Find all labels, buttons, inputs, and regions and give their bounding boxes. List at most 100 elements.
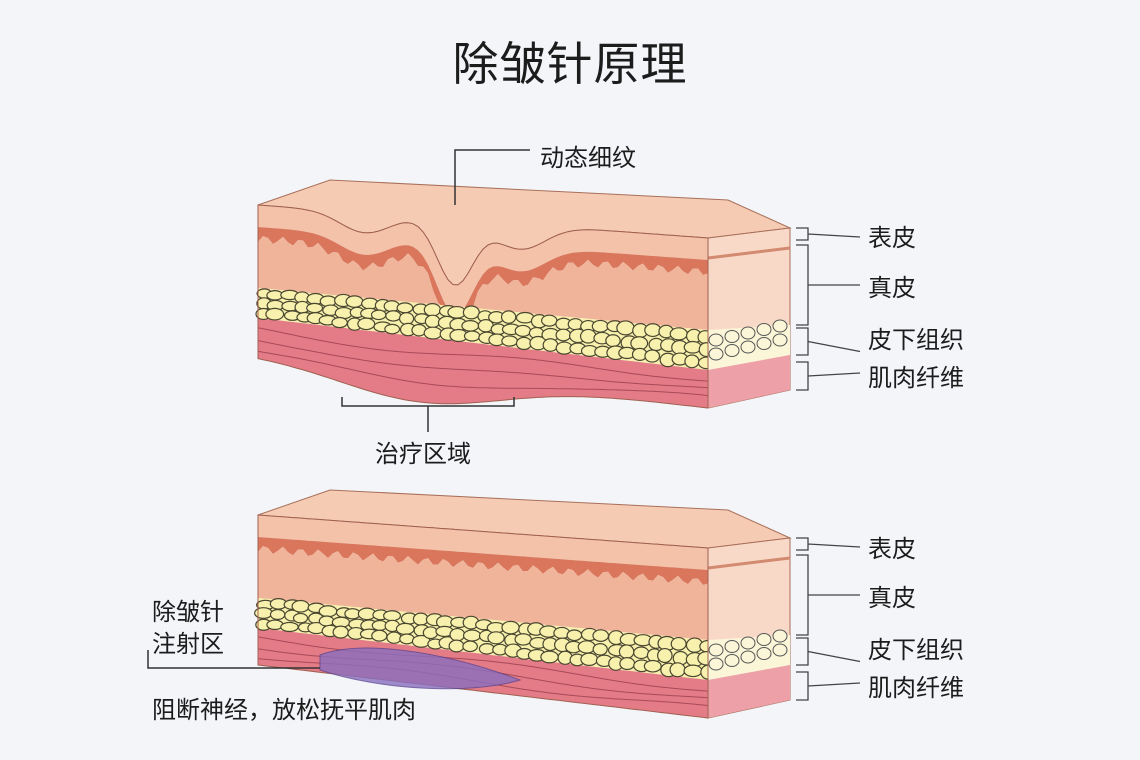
side-muscle-layer bbox=[708, 355, 790, 409]
fat-cell bbox=[592, 629, 610, 642]
fat-cell bbox=[657, 647, 673, 664]
fat-cell bbox=[501, 335, 518, 347]
fat-cell bbox=[724, 640, 740, 653]
fat-cell bbox=[669, 327, 688, 341]
fat-cell bbox=[515, 336, 533, 351]
fat-cell bbox=[291, 599, 310, 613]
epidermis-layer bbox=[258, 515, 708, 570]
dermis-layer bbox=[258, 546, 708, 640]
fat-cell bbox=[772, 643, 788, 657]
side-dermal-band bbox=[707, 556, 791, 570]
fat-cell bbox=[724, 330, 740, 343]
fat-cell bbox=[591, 319, 609, 333]
fat-cell bbox=[399, 633, 415, 645]
layer-label-muscle: 肌肉纤维 bbox=[868, 364, 964, 392]
fat-cell bbox=[462, 305, 480, 320]
dermal-band bbox=[258, 537, 708, 585]
injection-label-line1: 除皱针 bbox=[152, 598, 224, 626]
layer-label-muscle-2: 肌肉纤维 bbox=[868, 674, 964, 702]
layer-label-dermis: 真皮 bbox=[868, 274, 916, 302]
fat-cell bbox=[449, 627, 466, 642]
fat-cell bbox=[756, 337, 772, 350]
fat-cell bbox=[724, 344, 740, 357]
fat-cell bbox=[669, 662, 686, 678]
fat-cell bbox=[396, 302, 414, 314]
fat-cell bbox=[462, 640, 478, 653]
injection-zone bbox=[319, 647, 522, 690]
fat-cell bbox=[370, 309, 387, 321]
layer-bracket bbox=[796, 327, 861, 356]
layer-bracket bbox=[796, 361, 861, 391]
fat-cell bbox=[371, 629, 388, 642]
muscle-fiber bbox=[257, 327, 709, 382]
fat-cell bbox=[422, 626, 439, 640]
dermis-layer bbox=[258, 236, 708, 331]
muscle-fiber bbox=[257, 350, 709, 397]
fat-cell bbox=[683, 340, 702, 354]
fat-cell bbox=[724, 654, 740, 667]
fat-cell bbox=[384, 323, 401, 335]
fat-cell bbox=[265, 307, 285, 321]
layer-label-epidermis: 表皮 bbox=[868, 224, 916, 252]
fat-cell bbox=[383, 610, 401, 622]
skin-block-wrinkled bbox=[255, 179, 861, 409]
wrinkle-pointer-line bbox=[454, 149, 530, 205]
fat-cell bbox=[592, 642, 608, 656]
fat-cell bbox=[619, 656, 636, 671]
layer-bracket bbox=[796, 227, 861, 241]
fat-cell bbox=[463, 330, 481, 342]
page-title: 除皱针原理 bbox=[452, 37, 688, 91]
fat-cell bbox=[740, 340, 756, 354]
fat-cell bbox=[772, 333, 788, 347]
fat-cell bbox=[540, 650, 559, 664]
fat-cell bbox=[643, 659, 662, 673]
fat-cell bbox=[514, 324, 532, 337]
fat-cell bbox=[386, 631, 402, 644]
fat-cell bbox=[269, 608, 286, 621]
fat-cell bbox=[577, 640, 596, 654]
fat-cell bbox=[566, 629, 583, 642]
fat-cell bbox=[684, 354, 700, 369]
fat-cell bbox=[345, 295, 364, 308]
fat-cell bbox=[318, 615, 335, 627]
layer-bracket bbox=[796, 637, 861, 666]
fat-cell bbox=[306, 302, 324, 314]
fat-cell bbox=[461, 320, 480, 332]
fat-cell bbox=[331, 316, 348, 329]
treatment-area-bracket bbox=[341, 397, 515, 432]
fat-cell bbox=[555, 328, 572, 342]
fat-cell bbox=[708, 657, 724, 671]
skin-outline bbox=[257, 204, 709, 409]
fat-cell bbox=[618, 644, 635, 660]
layer-bracket bbox=[796, 537, 861, 551]
fat-cell bbox=[644, 349, 661, 363]
fat-cell bbox=[462, 629, 482, 642]
fat-cell bbox=[501, 620, 520, 635]
muscle-fiber bbox=[257, 636, 709, 692]
fat-cell bbox=[318, 605, 338, 618]
side-dermal-band bbox=[707, 246, 791, 260]
fat-cell bbox=[756, 633, 772, 646]
fat-cell bbox=[708, 333, 724, 347]
fat-cell bbox=[616, 320, 635, 336]
fat-cell bbox=[772, 629, 788, 643]
layer-bracket bbox=[796, 671, 861, 701]
dermal-band bbox=[258, 227, 708, 331]
treatment-area-label: 治疗区域 bbox=[375, 440, 471, 468]
fat-cell bbox=[683, 664, 703, 678]
fat-cell bbox=[448, 639, 465, 653]
injection-label-line2: 注射区 bbox=[152, 630, 224, 658]
fat-cell bbox=[740, 636, 756, 650]
fat-cell bbox=[292, 612, 309, 624]
fat-cell bbox=[280, 621, 299, 633]
fat-cell bbox=[580, 652, 599, 666]
fat-cell bbox=[424, 314, 441, 329]
layer-label-subcutaneous-2: 皮下组织 bbox=[868, 636, 964, 664]
layer-bracket bbox=[796, 244, 860, 326]
fat-cell bbox=[254, 607, 273, 619]
fat-cell bbox=[487, 631, 505, 645]
fat-cell bbox=[772, 319, 788, 333]
wrinkle-label: 动态细纹 bbox=[540, 144, 636, 172]
fat-cell bbox=[644, 323, 662, 338]
